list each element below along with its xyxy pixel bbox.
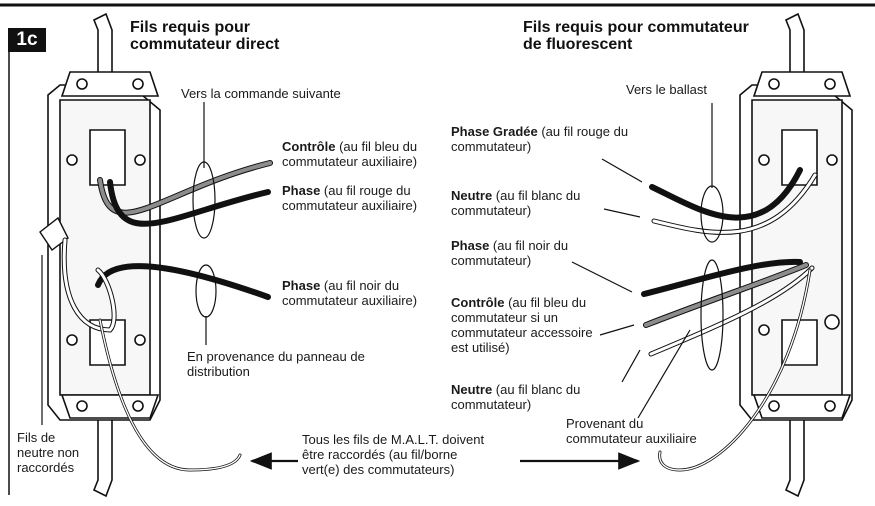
from-panel-label: En provenance du panneau de distribution: [187, 349, 365, 379]
step-badge: 1c: [8, 28, 46, 52]
left-title-line1: Fils requis pour: [130, 19, 251, 36]
callout-lines: [41, 102, 724, 425]
left-phase-black-label: Phase (au fil noir du commutateur auxili…: [282, 278, 418, 308]
right-title-line2: de fluorescent: [523, 36, 633, 53]
right-wires: [641, 167, 818, 472]
wire-nut: [39, 216, 69, 252]
right-phase-black-label: Phase (au fil noir du commutateur): [451, 238, 569, 268]
left-control-label: Contrôle (au fil bleu du commutateur aux…: [282, 139, 418, 169]
right-junction-box: [739, 12, 853, 498]
left-title-line2: commutateur direct: [130, 36, 280, 53]
ground-note: Tous les fils de M.A.L.T. doivent être r…: [302, 432, 485, 477]
left-phase-red-label: Phase (au fil rouge du commutateur auxil…: [282, 183, 418, 213]
right-title: Fils requis pour commutateur de fluoresc…: [523, 19, 749, 53]
to-next-control-label: Vers la commande suivante: [181, 86, 341, 101]
right-neutral-bottom-label: Neutre (au fil blanc du commutateur): [451, 382, 581, 412]
unconnected-neutral-label: Fils de neutre non raccordés: [17, 430, 80, 475]
right-phase-dimmed-label: Phase Gradée (au fil rouge du commutateu…: [451, 124, 629, 154]
right-title-line1: Fils requis pour commutateur: [523, 19, 749, 36]
left-wires: [61, 160, 273, 472]
right-neutral-top-label: Neutre (au fil blanc du commutateur): [451, 188, 581, 218]
left-title: Fils requis pour commutateur direct: [130, 19, 279, 53]
to-ballast-label: Vers le ballast: [626, 82, 707, 97]
right-control-label: Contrôle (au fil bleu du commutateur si …: [451, 295, 593, 355]
from-aux-switch-label: Provenant du commutateur auxiliaire: [566, 416, 697, 446]
